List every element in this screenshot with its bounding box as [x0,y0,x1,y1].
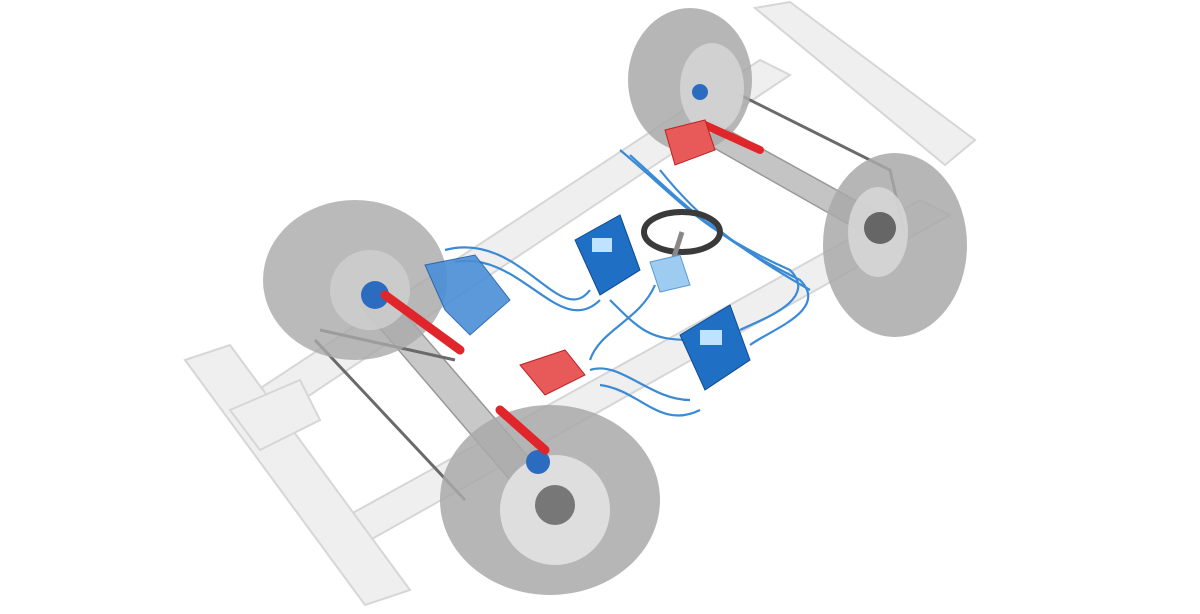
steering-cylinder-front [701,121,764,154]
wheel-rear-right [440,405,660,595]
wheel-front-left [628,8,752,152]
pump-motor-unit [424,254,511,336]
steering-unit [649,254,691,293]
electronic-control-unit-2 [679,304,751,391]
frame-crossmember-mid [228,378,322,452]
frame-crossmember-front [752,0,977,167]
steering-cylinder-rear [380,290,550,455]
wheel-front-right [823,153,967,337]
electronic-control-unit-1 [574,214,641,296]
wheel-rear-left [263,200,447,360]
steering-wheel [641,209,723,293]
control-valve-block-rear [519,349,586,396]
control-valve-block-front [664,119,716,166]
hydraulic-hoses [444,149,811,417]
